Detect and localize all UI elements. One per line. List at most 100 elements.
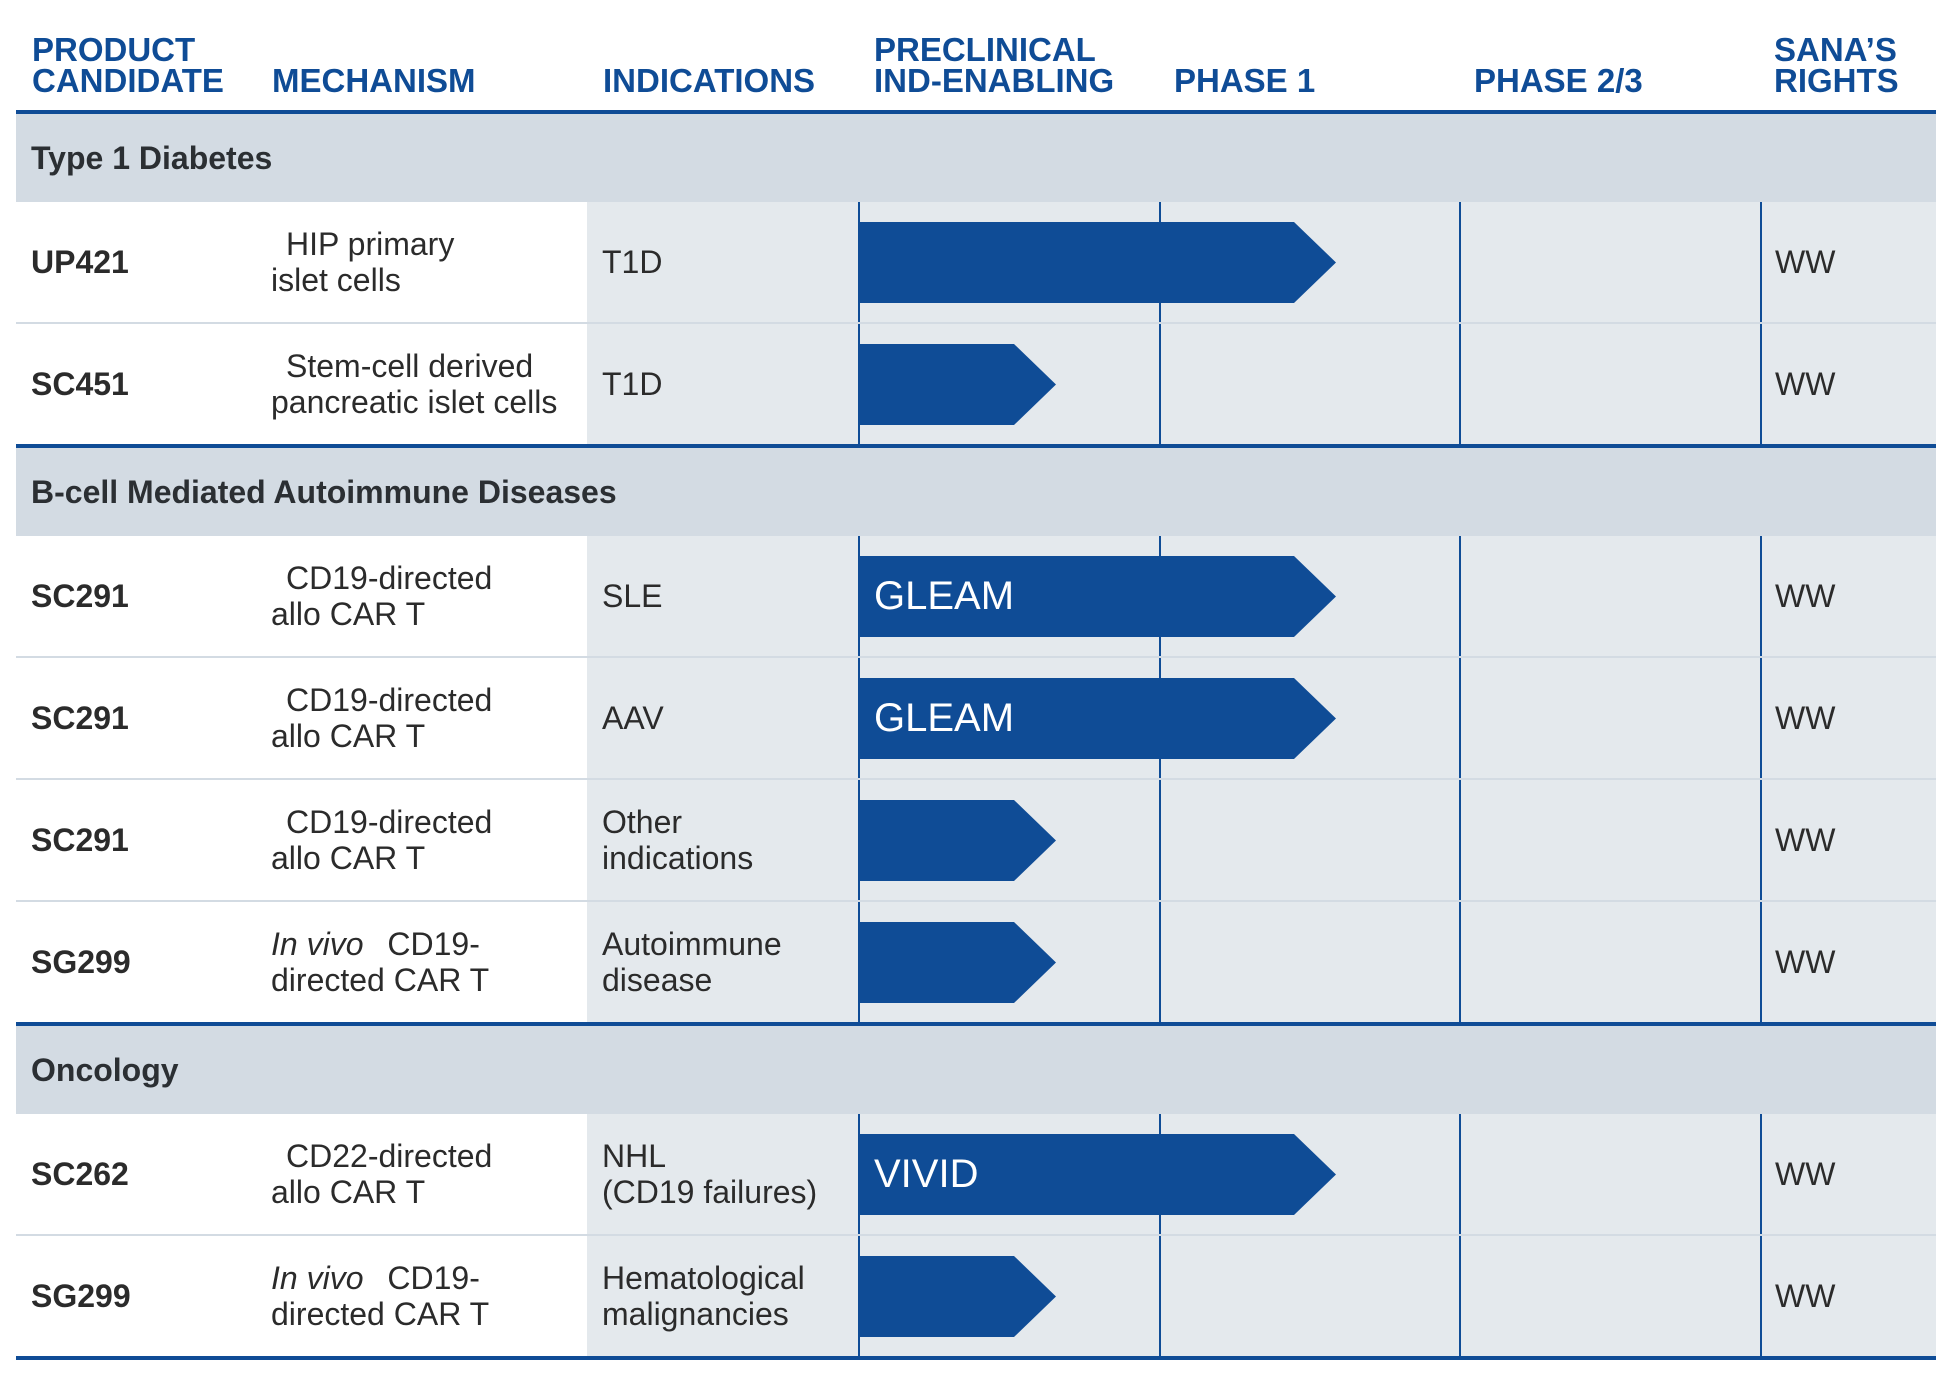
table-row: UP421 HIP primary islet cells T1D WW — [16, 202, 1936, 322]
mechanism-text: Stem-cell derived pancreatic islet cells — [271, 348, 558, 420]
product-candidate-cell: SC291 — [16, 658, 256, 778]
section-title: B-cell Mediated Autoimmune Diseases — [31, 474, 617, 510]
header-sanas-rights: SANA’S RIGHTS — [1774, 31, 1899, 99]
table-header: PRODUCT CANDIDATE MECHANISM INDICATIONS … — [0, 0, 1951, 114]
rights: WW — [1775, 1277, 1836, 1314]
progress-arrow — [858, 922, 1056, 1003]
trial-name-label: GLEAM — [874, 574, 1015, 618]
phase-divider-line — [1459, 658, 1461, 778]
mechanism-text: CD19- directed CAR T — [271, 1260, 490, 1332]
section-title: Oncology — [31, 1052, 179, 1088]
rights-cell: WW — [1760, 324, 1936, 444]
mechanism-cell: CD19-directed allo CAR T — [256, 658, 587, 778]
rights: WW — [1775, 365, 1836, 402]
section-header: B-cell Mediated Autoimmune Diseases — [16, 448, 1936, 536]
indication-cell: T1D — [587, 202, 858, 322]
table-bottom-line — [16, 1356, 1936, 1360]
product-candidate: SG299 — [31, 1277, 131, 1314]
header-preclinical: PRECLINICAL IND-ENABLING — [874, 31, 1115, 99]
mechanism: CD19-directed allo CAR T — [256, 804, 492, 876]
rights: WW — [1775, 1155, 1836, 1192]
progress-arrow: VIVID — [858, 1134, 1336, 1215]
rights-cell: WW — [1760, 202, 1936, 322]
trial-name-label: VIVID — [874, 1152, 979, 1196]
mechanism-italic: In vivo — [271, 1260, 364, 1296]
progress-arrow: GLEAM — [858, 678, 1336, 759]
phase-divider-line — [1459, 902, 1461, 1022]
indication: T1D — [602, 244, 663, 280]
indication: Hematological malignancies — [602, 1260, 805, 1332]
mechanism-italic: In vivo — [271, 926, 364, 962]
progress-arrow: GLEAM — [858, 556, 1336, 637]
phase-divider-line — [1459, 536, 1461, 656]
mechanism-cell: Stem-cell derived pancreatic islet cells — [256, 324, 587, 444]
phase-divider-line — [1159, 324, 1161, 444]
mechanism-text: CD19-directed allo CAR T — [271, 804, 493, 876]
product-candidate-cell: SC291 — [16, 536, 256, 656]
mechanism-text: CD19- directed CAR T — [271, 926, 490, 998]
product-candidate: UP421 — [31, 243, 129, 280]
header-phase-2-3: PHASE 2/3 — [1474, 62, 1643, 99]
product-candidate: SC291 — [31, 821, 129, 858]
section-header: Oncology — [16, 1026, 1936, 1114]
phase-divider-line — [1760, 658, 1762, 778]
mechanism-cell: In vivo CD19- directed CAR T — [256, 1236, 587, 1356]
product-candidate-cell: UP421 — [16, 202, 256, 322]
rights: WW — [1775, 577, 1836, 614]
mechanism: CD22-directed allo CAR T — [256, 1138, 492, 1210]
indication: SLE — [602, 578, 663, 614]
mechanism-text: CD19-directed allo CAR T — [271, 682, 493, 754]
progress-arrow — [858, 344, 1056, 425]
mechanism-cell: In vivo CD19- directed CAR T — [256, 902, 587, 1022]
indication-cell: NHL (CD19 failures) — [587, 1114, 858, 1234]
section-divider — [16, 1022, 1936, 1026]
product-candidate-cell: SG299 — [16, 1236, 256, 1356]
product-candidate: SC291 — [31, 699, 129, 736]
phase-divider-line — [1459, 324, 1461, 444]
header-divider — [16, 110, 1936, 114]
indication-cell: AAV — [587, 658, 858, 778]
mechanism-cell: CD22-directed allo CAR T — [256, 1114, 587, 1234]
phase-divider-line — [1459, 1114, 1461, 1234]
indication: AAV — [602, 700, 664, 736]
progress-arrow — [858, 800, 1056, 881]
header-phase-1: PHASE 1 — [1174, 62, 1316, 99]
phase-divider-line — [1760, 780, 1762, 900]
phase-divider-line — [1459, 780, 1461, 900]
mechanism-text: HIP primary islet cells — [271, 226, 455, 298]
indication: Autoimmune disease — [602, 926, 782, 998]
section-title: Type 1 Diabetes — [31, 140, 273, 176]
mechanism-cell: HIP primary islet cells — [256, 202, 587, 322]
mechanism: CD19-directed allo CAR T — [256, 682, 492, 754]
product-candidate-cell: SG299 — [16, 902, 256, 1022]
phase-divider-line — [1459, 202, 1461, 322]
rights-cell: WW — [1760, 658, 1936, 778]
mechanism: HIP primary islet cells — [256, 226, 454, 298]
rights: WW — [1775, 821, 1836, 858]
indication-cell: SLE — [587, 536, 858, 656]
rights-cell: WW — [1760, 1114, 1936, 1234]
mechanism: In vivo CD19- directed CAR T — [256, 926, 489, 998]
indication-cell: Autoimmune disease — [587, 902, 858, 1022]
progress-arrow — [858, 1256, 1056, 1337]
mechanism-cell: CD19-directed allo CAR T — [256, 780, 587, 900]
phase-divider-line — [1159, 780, 1161, 900]
trial-name-label: GLEAM — [874, 696, 1015, 740]
mechanism-text: CD19-directed allo CAR T — [271, 560, 493, 632]
phase-divider-line — [1760, 536, 1762, 656]
header-indications: INDICATIONS — [603, 62, 816, 99]
section-header: Type 1 Diabetes — [16, 114, 1936, 202]
header-mechanism: MECHANISM — [272, 62, 476, 99]
rights: WW — [1775, 699, 1836, 736]
phase-divider-line — [1459, 1236, 1461, 1356]
rights-cell: WW — [1760, 780, 1936, 900]
indication-cell: T1D — [587, 324, 858, 444]
mechanism-text: CD22-directed allo CAR T — [271, 1138, 493, 1210]
product-candidate: SC451 — [31, 365, 129, 402]
